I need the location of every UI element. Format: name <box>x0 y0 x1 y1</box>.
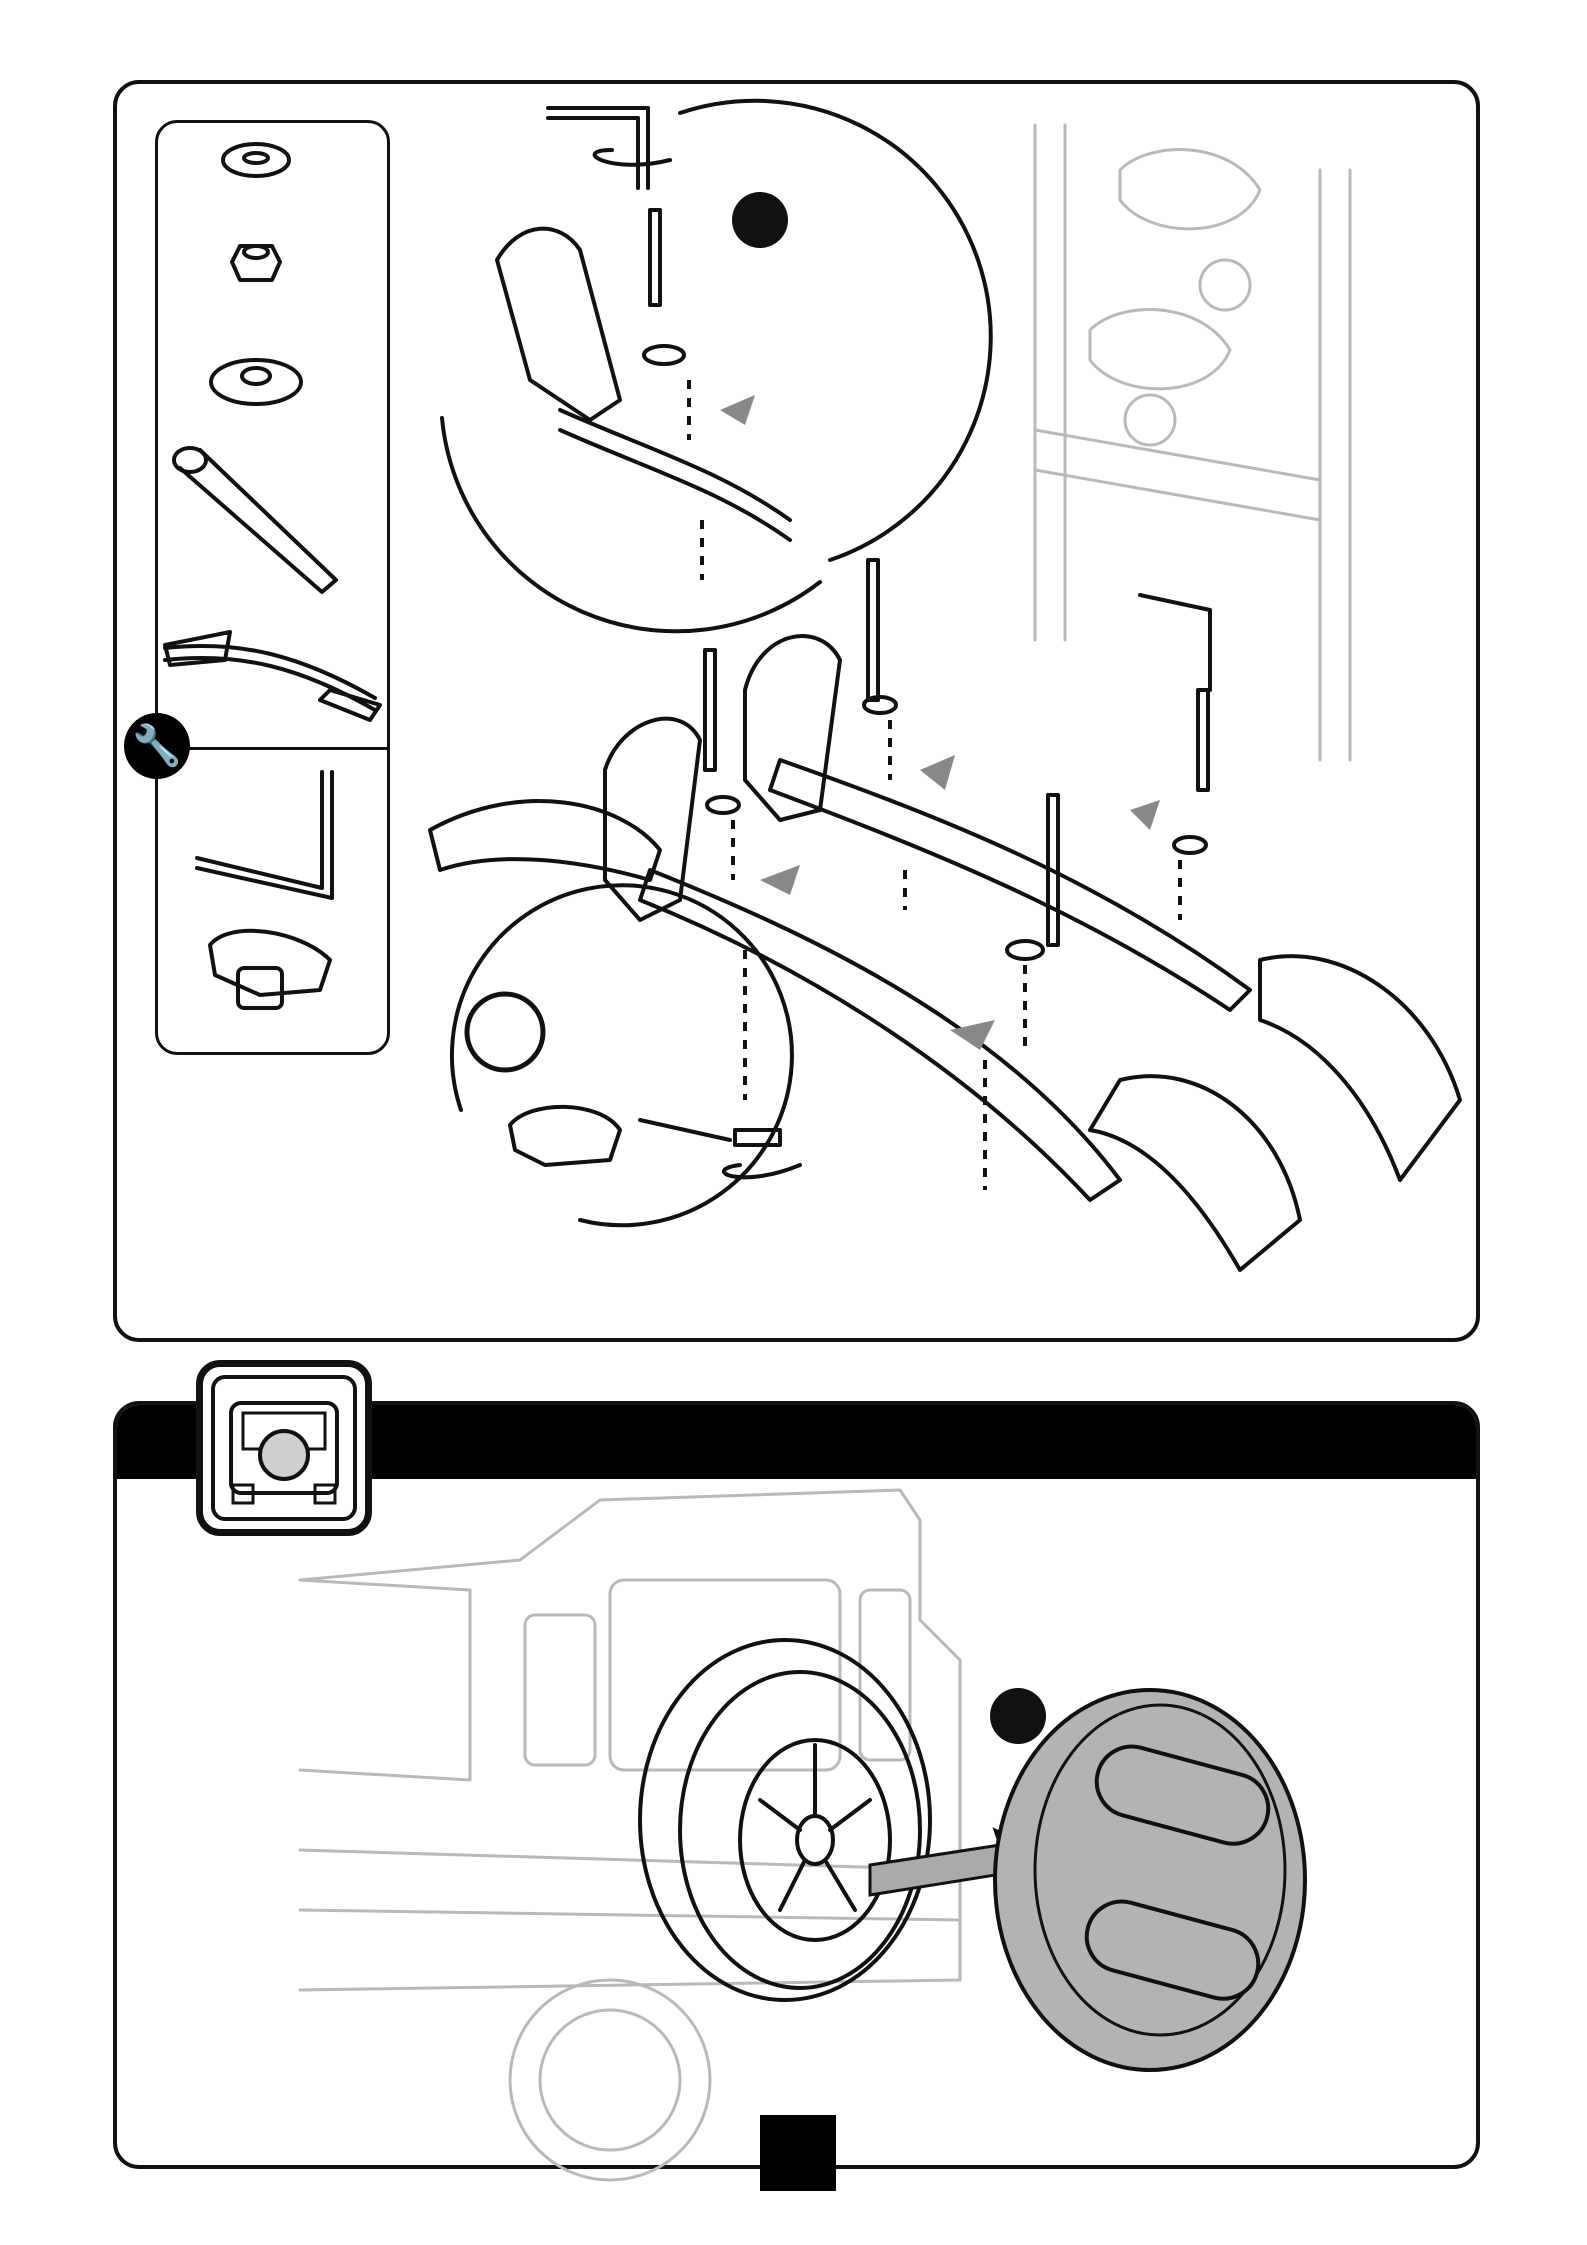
bolt-icon <box>174 448 336 592</box>
washer-icon <box>223 144 289 176</box>
spare-wheel-drawing <box>640 1640 930 2000</box>
wheel-cover-drawing <box>995 1690 1305 2070</box>
lock-nut-icon <box>232 246 280 280</box>
dished-washer-icon <box>211 360 301 404</box>
allen-key-icon <box>197 772 332 898</box>
knob-icon <box>210 931 330 1008</box>
wheel-holder-icon <box>165 632 380 720</box>
